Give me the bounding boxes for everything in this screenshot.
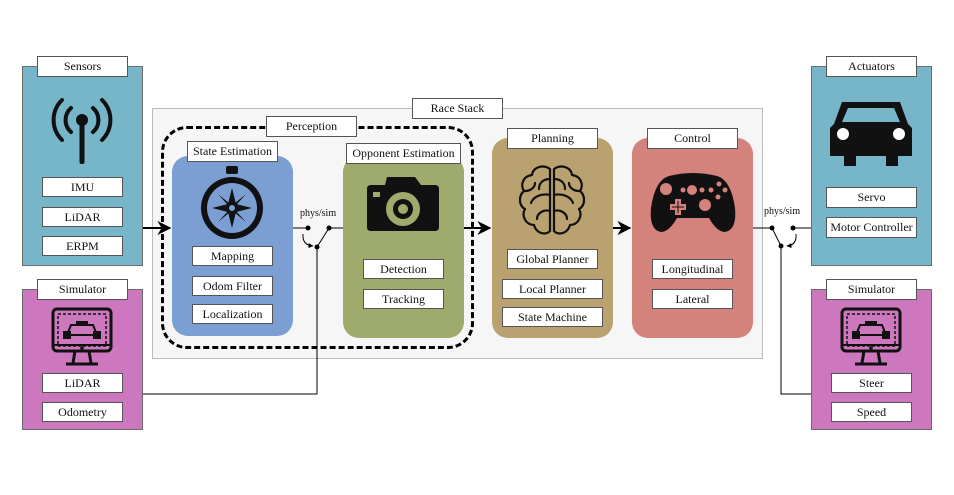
- perception-title: Perception: [266, 116, 357, 137]
- actuators-item-servo: Servo: [826, 187, 917, 208]
- monitor-racecar-icon: [51, 307, 113, 366]
- state-estimation-title: State Estimation: [187, 141, 278, 162]
- opponent-estimation-title: Opponent Estimation: [346, 143, 461, 164]
- race-stack-title: Race Stack: [412, 98, 503, 119]
- monitor-racecar-icon: [840, 307, 902, 366]
- brain-icon: [518, 165, 586, 235]
- sensors-title: Sensors: [37, 56, 128, 77]
- control-title: Control: [647, 128, 738, 149]
- compass-icon: [201, 166, 263, 239]
- planning-item-global-planner: Global Planner: [507, 249, 598, 269]
- opponent-estimation-item-tracking: Tracking: [363, 289, 444, 309]
- state-estimation-item-mapping: Mapping: [192, 246, 273, 266]
- opponent-estimation-item-detection: Detection: [363, 259, 444, 279]
- simulator-left-title: Simulator: [37, 279, 128, 300]
- simulator-item-odometry: Odometry: [42, 402, 123, 422]
- planning-item-state-machine: State Machine: [502, 307, 603, 327]
- sensors-item-imu: IMU: [42, 177, 123, 197]
- simulator-item-speed: Speed: [831, 402, 912, 422]
- actuators-title: Actuators: [826, 56, 917, 77]
- antenna-icon: [51, 98, 113, 164]
- planning-module: [492, 138, 613, 338]
- planning-item-local-planner: Local Planner: [502, 279, 603, 299]
- state-estimation-item-localization: Localization: [192, 304, 273, 324]
- car-icon: [830, 102, 912, 166]
- camera-icon: [367, 177, 439, 231]
- actuators-item-motor-controller: Motor Controller: [826, 217, 917, 238]
- control-item-lateral: Lateral: [652, 289, 733, 309]
- switch-right-label: phys/sim: [764, 206, 801, 217]
- sensors-panel: [22, 66, 143, 266]
- switch-left-label: phys/sim: [300, 208, 337, 219]
- control-item-longitudinal: Longitudinal: [652, 259, 733, 279]
- simulator-item-lidar: LiDAR: [42, 373, 123, 393]
- state-estimation-item-odom-filter: Odom Filter: [192, 276, 273, 296]
- sensors-item-erpm: ERPM: [42, 236, 123, 256]
- simulator-item-steer: Steer: [831, 373, 912, 393]
- sensors-item-lidar: LiDAR: [42, 207, 123, 227]
- gamepad-icon: [650, 173, 736, 232]
- simulator-right-title: Simulator: [826, 279, 917, 300]
- planning-title: Planning: [507, 128, 598, 149]
